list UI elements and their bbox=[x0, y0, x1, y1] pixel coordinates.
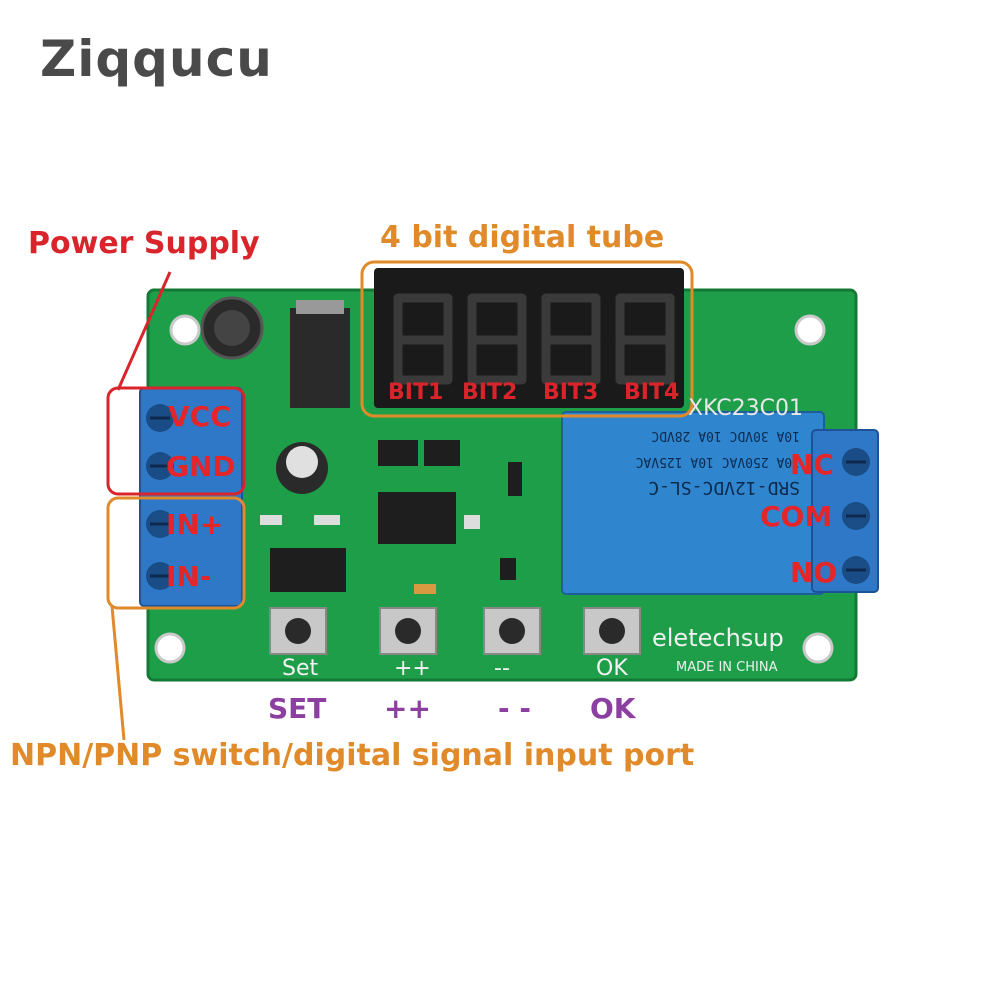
relay-rating-dc: 10A 30VDC 10A 28VDC bbox=[651, 428, 800, 443]
terminal-gnd-label: GND bbox=[166, 450, 236, 483]
terminal-nc-label: NC bbox=[790, 448, 834, 481]
mount-hole bbox=[794, 314, 826, 346]
voltage-regulator bbox=[290, 308, 350, 408]
power-supply-label: Power Supply bbox=[28, 226, 260, 261]
mount-hole bbox=[154, 632, 186, 664]
silk-minus: -- bbox=[494, 656, 510, 681]
caption-minus: - - bbox=[498, 692, 531, 725]
board-made-in: MADE IN CHINA bbox=[676, 660, 778, 675]
caption-set: SET bbox=[268, 692, 327, 725]
silk-ok: OK bbox=[596, 656, 628, 681]
board-model: XKC23C01 bbox=[688, 396, 804, 421]
terminal-com-label: COM bbox=[760, 500, 833, 533]
display-highlight-box bbox=[360, 260, 694, 418]
display-bit-4: BIT4 bbox=[624, 380, 680, 405]
input-port-label: NPN/PNP switch/digital signal input port bbox=[10, 738, 695, 773]
tactile-buttons bbox=[269, 607, 641, 655]
ic-chip bbox=[378, 492, 456, 544]
display-bit-3: BIT3 bbox=[543, 380, 599, 405]
relay-model: SRD-12VDC-SL-C bbox=[648, 477, 800, 498]
silk-set: Set bbox=[282, 656, 319, 681]
input-leader-line bbox=[110, 605, 126, 741]
caption-ok: OK bbox=[590, 692, 636, 725]
silk-plus: ++ bbox=[394, 656, 431, 681]
terminal-in-plus-label: IN+ bbox=[166, 508, 224, 541]
optocoupler bbox=[270, 548, 346, 592]
relay-rating-ac: 10A 250VAC 10A 125VAC bbox=[635, 454, 800, 469]
terminal-vcc-label: VCC bbox=[168, 400, 231, 433]
power-leader-line bbox=[116, 271, 172, 391]
mount-hole bbox=[169, 314, 201, 346]
display-bit-2: BIT2 bbox=[462, 380, 518, 405]
power-highlight-box bbox=[106, 386, 246, 496]
caption-plus: ++ bbox=[384, 692, 431, 725]
logo-text: Ziqqucu bbox=[40, 30, 273, 88]
digital-tube-label: 4 bit digital tube bbox=[380, 220, 665, 255]
brand-logo: Ziqqucu bbox=[40, 30, 273, 88]
terminal-no-label: NO bbox=[790, 556, 838, 589]
board-brand: eletechsup bbox=[652, 624, 784, 652]
display-bit-1: BIT1 bbox=[388, 380, 444, 405]
terminal-in-minus-label: IN- bbox=[166, 560, 212, 593]
mount-hole bbox=[802, 632, 834, 664]
input-highlight-box bbox=[106, 496, 246, 610]
